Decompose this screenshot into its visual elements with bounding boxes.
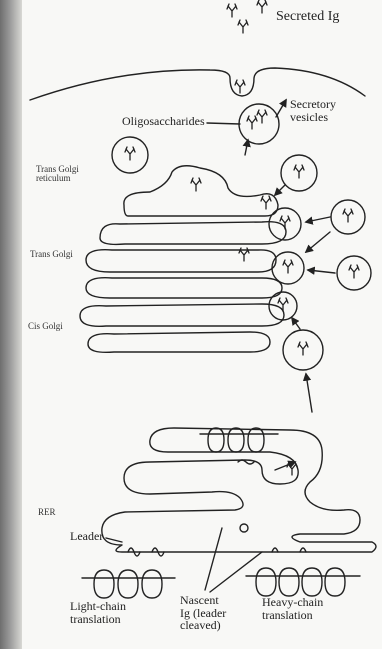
nascent-pointer-1 [205,528,222,590]
secretory-vesicle [112,137,148,173]
ribosome-group-light-chain [82,570,175,598]
golgi-vesicle [331,200,365,234]
cis-golgi-cisterna [88,332,270,352]
vesicle-arrow [306,232,330,252]
secreted-antibody-2 [257,0,267,13]
vesicle-arrow [308,270,335,273]
ribosome-group-heavy-chain [246,568,360,596]
nascent-pointer-2 [210,552,262,592]
secretory-vesicles-label: Secretory vesicles [290,98,336,123]
oligosaccharides-pointer [207,123,240,124]
trans-golgi-cisterna [86,278,282,298]
trans-golgi-label: Trans Golgi [30,250,73,259]
oligosaccharides-label: Oligosaccharides [122,115,205,128]
cis-golgi-cisterna [80,304,284,326]
secretory-vesicle [281,155,317,191]
trans-golgi-cisterna [100,222,286,245]
secretory-vesicle [239,104,279,144]
trans-golgi-reticulum-label: Trans Golgi reticulum [36,165,79,184]
vesicle-arrow [306,374,312,412]
golgi-vesicle [269,292,297,320]
secreted-antibody-1 [227,4,237,17]
rer-label: RER [38,508,56,517]
cis-golgi-label: Cis Golgi [28,322,63,331]
light-chain-translation-label: Light-chain translation [70,600,126,625]
vesicle-arrow [306,217,330,222]
leader-pointer [106,538,122,542]
nascent-ig-label: Nascent Ig (leader cleaved) [180,594,226,632]
leader-peptide [240,524,248,532]
secreted-antibody-4 [235,80,245,93]
golgi-vesicle [283,330,323,370]
rough-endoplasmic-reticulum [102,428,376,552]
trans-golgi-cisterna [86,250,276,272]
trans-golgi-reticulum [124,166,278,216]
heavy-chain-translation-label: Heavy-chain translation [262,596,323,621]
leader-label: Leader [70,530,103,543]
vesicle-arrow [292,318,300,329]
vesicle-arrow [275,185,285,195]
secreted-antibody-3 [238,20,248,33]
ribosome-group-top [200,428,278,452]
plasma-membrane [30,68,365,100]
golgi-vesicle [272,252,304,284]
secreted-ig-label: Secreted Ig [276,10,339,25]
exocytosis-arrow [276,100,286,117]
vesicle-arrow [245,140,248,155]
golgi-vesicle [337,256,371,290]
